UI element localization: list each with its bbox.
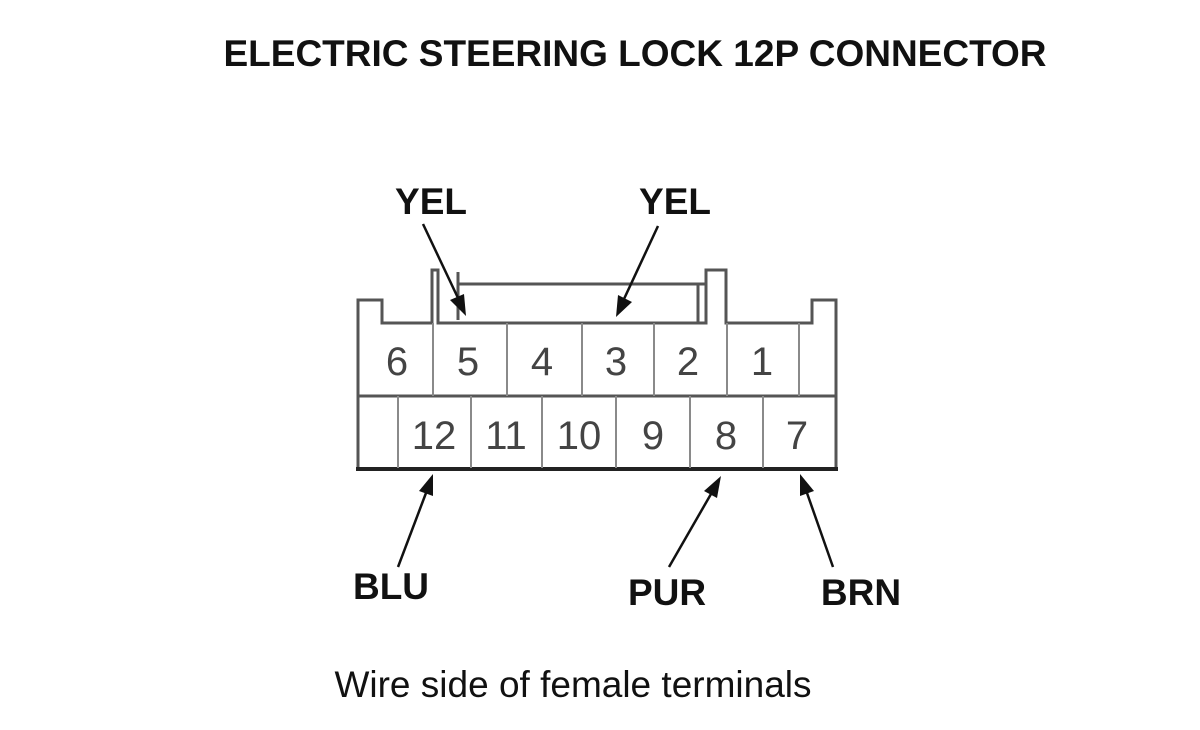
arrow-blu-12-head [419,474,433,496]
housing-top-profile [356,268,838,468]
wire-labels: YEL YEL BLU PUR BRN [353,181,901,613]
wire-label-pur-8: PUR [628,572,706,613]
arrow-brn-7-line [805,492,835,568]
wire-label-brn-7: BRN [821,572,901,613]
pin-number: 3 [605,340,627,384]
pin-number: 5 [457,340,479,384]
arrow-pur-8-head [704,476,721,498]
connector-housing [356,268,838,471]
arrow-blu-12-line [396,492,428,568]
arrow-yel-5-head [450,294,466,316]
pin-number: 8 [715,414,737,458]
pin-number: 11 [485,414,527,458]
wire-label-blu-12: BLU [353,566,429,607]
top-row-pins: 6 5 4 3 2 1 [386,340,773,384]
arrow-pur-8-line [667,493,713,568]
arrow-yel-5-line [421,223,460,299]
pin-number: 12 [412,414,457,458]
wire-label-yel-3: YEL [639,181,711,222]
pin-number: 4 [531,340,553,384]
pin-number: 10 [557,414,602,458]
pin-number: 6 [386,340,408,384]
arrow-brn-7-head [800,474,814,496]
diagram-title: ELECTRIC STEERING LOCK 12P CONNECTOR [223,33,1046,74]
bottom-row-pins: 12 11 10 9 8 7 [412,414,808,458]
wire-label-yel-5: YEL [395,181,467,222]
pin-number: 7 [786,414,808,458]
pin-number: 1 [751,340,773,384]
diagram-caption: Wire side of female terminals [334,664,811,705]
pin-number: 2 [677,340,699,384]
pin-number: 9 [642,414,664,458]
arrow-yel-3-line [622,225,660,300]
arrow-yel-3-head [616,295,632,317]
leader-arrows [396,223,835,568]
